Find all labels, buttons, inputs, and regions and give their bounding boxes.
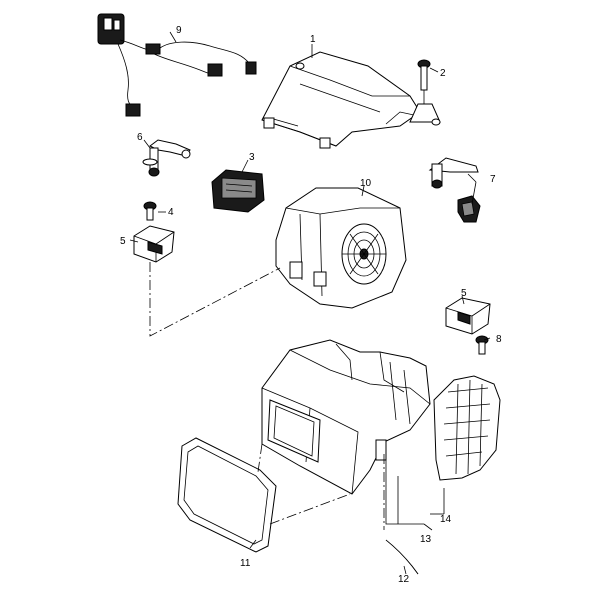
- part-12-drain-hose: [385, 539, 419, 575]
- part-14-side-panel: [433, 375, 501, 481]
- part-2-screw: [409, 59, 441, 126]
- callout-5-right: 5: [461, 288, 467, 299]
- part-1-housing-cover: [261, 51, 429, 149]
- callout-7: 7: [490, 174, 496, 185]
- part-13-main-housing: [261, 339, 431, 495]
- callout-1: 1: [310, 34, 316, 45]
- part-10-blower-housing: [275, 187, 407, 309]
- part-5-flap-motor-right: [445, 297, 491, 335]
- leader-lines: [129, 31, 491, 575]
- part-3-actuator-module: [211, 169, 265, 213]
- callout-14: 14: [440, 514, 452, 525]
- part-9-wiring-harness: [97, 13, 257, 117]
- callout-4: 4: [168, 207, 174, 218]
- callout-12: 12: [398, 574, 410, 585]
- part-6-lever: [142, 139, 191, 177]
- callout-2: 2: [440, 68, 446, 79]
- callout-3: 3: [249, 152, 255, 163]
- part-11-gasket: [177, 437, 277, 553]
- callout-9: 9: [176, 25, 182, 36]
- callout-5-left: 5: [120, 236, 126, 247]
- part-8-screw: [475, 335, 489, 355]
- callout-6: 6: [137, 132, 143, 143]
- callout-8: 8: [496, 334, 502, 345]
- part-7-actuator-arm: [428, 157, 481, 223]
- callout-13: 13: [420, 534, 432, 545]
- part-5-flap-motor-left: [133, 225, 175, 263]
- callout-11: 11: [240, 558, 251, 569]
- callout-10: 10: [360, 178, 372, 189]
- part-4-screw: [143, 201, 157, 221]
